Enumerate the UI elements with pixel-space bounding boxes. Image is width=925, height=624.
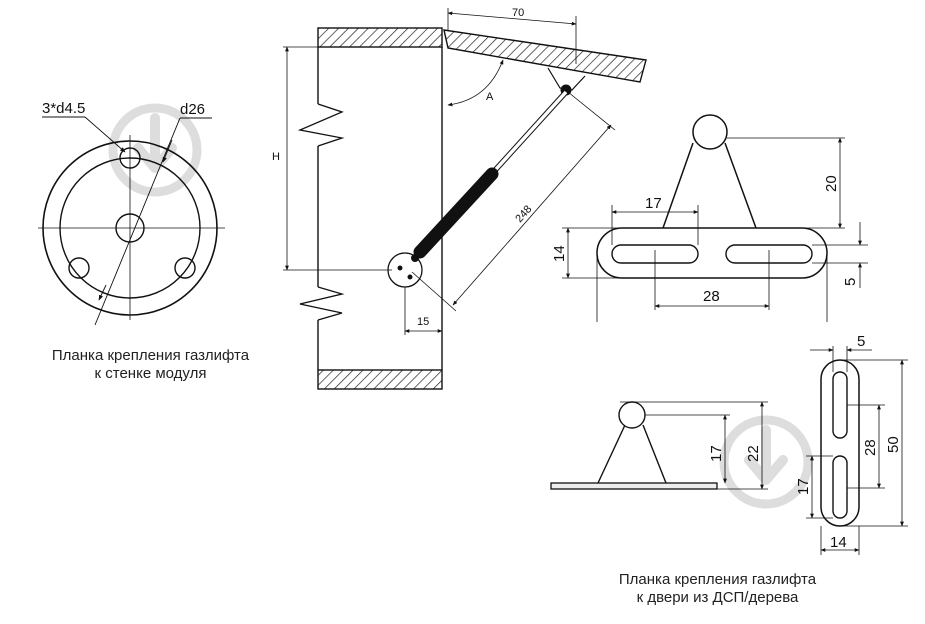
- dim-248-line: [452, 124, 612, 306]
- wall-plate-drawing: [38, 116, 225, 326]
- angle-a-label: A: [486, 91, 494, 103]
- dim-70-line: [447, 11, 577, 26]
- dim-248-label: 248: [513, 203, 534, 225]
- dim-28-label: 28: [703, 288, 720, 305]
- dim-15-label: 15: [417, 316, 429, 328]
- wall-plate-hole-label: 3*d4.5: [42, 100, 85, 117]
- bracket-pivot-hole: [692, 114, 728, 150]
- dim-20-label: 20: [823, 175, 840, 192]
- side-dim-17-label: 17: [708, 445, 725, 462]
- wall-plate-hole-left: [68, 257, 90, 279]
- bracket-base-plate: [596, 227, 828, 279]
- leader-diameter: [94, 117, 181, 326]
- door-bracket-side-drawing: [550, 401, 768, 490]
- dim-17-label: 17: [645, 195, 662, 212]
- cabinet-door: [443, 29, 647, 83]
- door-bracket-plan-drawing: [806, 346, 908, 555]
- side-dim-22-label: 22: [745, 445, 762, 462]
- cabinet-bottom-panel: [317, 369, 443, 390]
- cabinet-break-top: [297, 103, 345, 147]
- strut-rod-inner: [486, 90, 568, 180]
- dim-70-label: 70: [512, 7, 524, 19]
- side-triangle: [597, 424, 667, 484]
- dim-248-ext-top: [567, 91, 616, 131]
- strut-wall-plate-hole: [397, 265, 403, 271]
- dim-5-label: 5: [842, 278, 859, 286]
- wall-plate-caption-line1: Планка крепления газлифта: [51, 347, 250, 364]
- dim-248-ext-bottom: [411, 271, 457, 312]
- watermark-logo-right: [719, 415, 813, 509]
- leader-hole-label: [84, 116, 126, 153]
- side-pivot-hole: [618, 401, 646, 429]
- bracket-triangle: [662, 142, 757, 229]
- watermark-logo-left: [108, 103, 202, 197]
- door-bracket-front-drawing: [562, 114, 868, 322]
- plan-slot-bottom: [832, 455, 848, 519]
- cabinet-top-panel: [317, 27, 443, 48]
- dim-14-label: 14: [551, 245, 568, 262]
- angle-arc: [447, 59, 504, 107]
- cabinet-drawing: [283, 8, 647, 390]
- wall-plate-caption-line2: к стенке модуля: [94, 365, 207, 382]
- side-base-plate: [550, 482, 718, 490]
- door-plate-caption-line2: к двери из ДСП/дерева: [636, 589, 799, 606]
- arrow-diameter-bottom: [98, 284, 107, 301]
- plan-dim-5-label: 5: [857, 333, 865, 350]
- strut-bottom-pivot: [411, 254, 419, 262]
- plan-base-plate: [820, 359, 860, 527]
- plan-dim-17-label: 17: [795, 478, 812, 495]
- strut-cylinder: [413, 167, 499, 259]
- plan-dim-28-label: 28: [862, 439, 879, 456]
- door-plate-caption-line1: Планка крепления газлифта: [618, 571, 817, 588]
- wall-plate-caption: Планка крепления газлифта к стенке модул…: [18, 347, 283, 383]
- strut-wall-plate-hole-2: [407, 274, 413, 280]
- wall-plate-hole-right: [174, 257, 196, 279]
- wall-plate-diameter-label: d26: [180, 101, 205, 118]
- cabinet-break-bottom: [299, 286, 345, 321]
- plan-dim-14-label: 14: [830, 534, 847, 551]
- arrow-diameter-top: [162, 139, 173, 163]
- dim-h-label: H: [272, 151, 280, 163]
- plan-dim-50-label: 50: [885, 436, 902, 453]
- door-plate-caption: Планка крепления газлифта к двери из ДСП…: [585, 571, 850, 607]
